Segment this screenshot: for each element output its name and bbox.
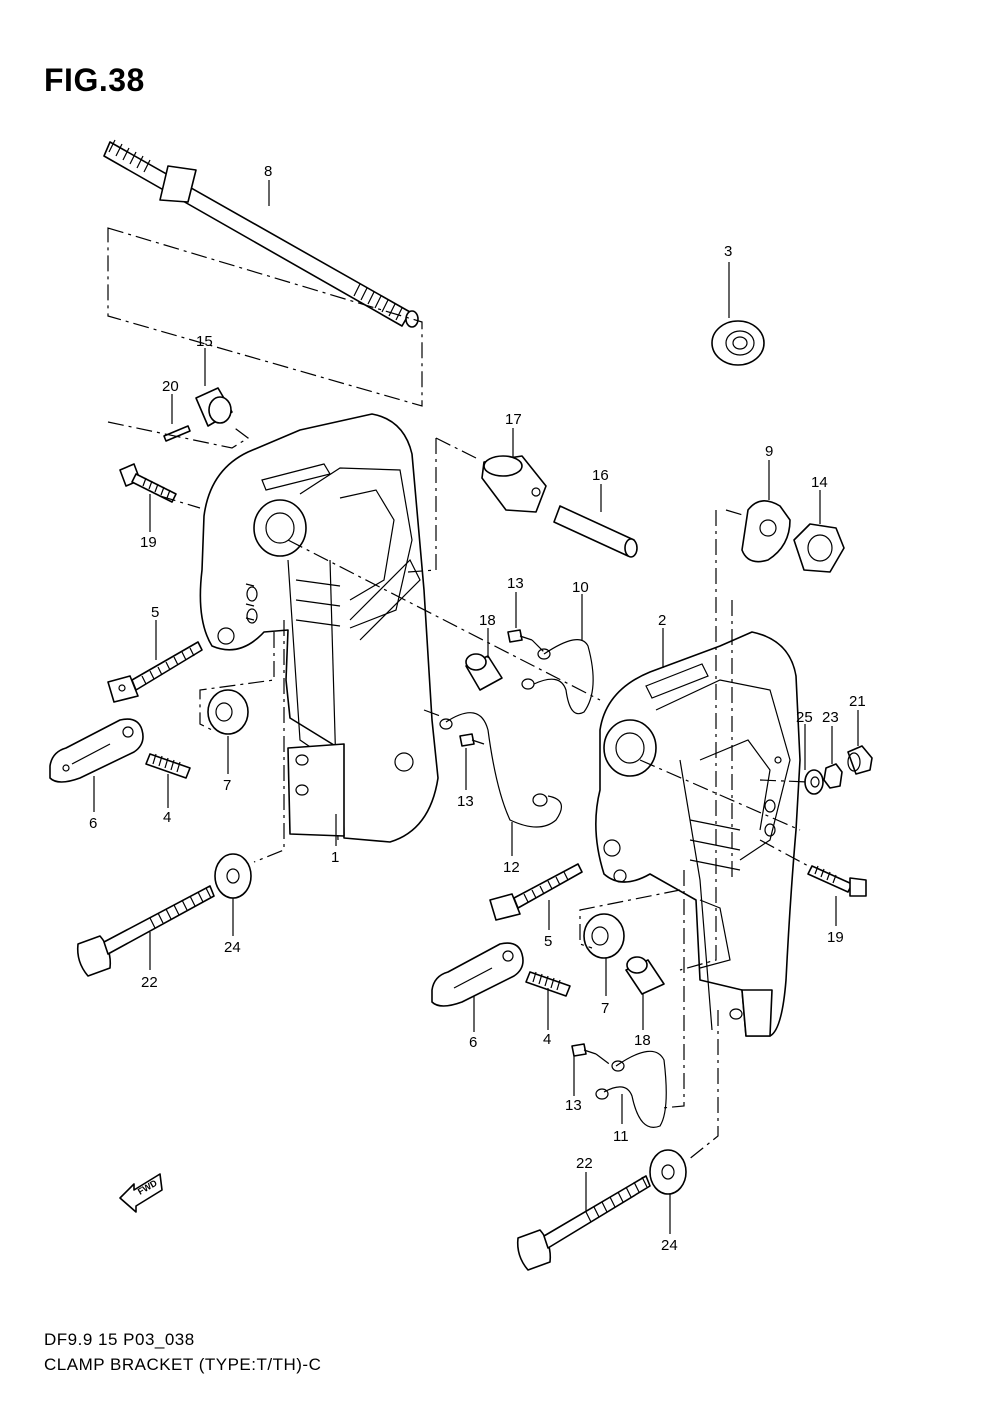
part-9-plate <box>741 500 791 563</box>
part-23-nut <box>823 763 843 789</box>
callout-15: 15 <box>196 333 213 350</box>
callout-13-top: 13 <box>507 575 524 592</box>
part-5-screw-right <box>489 863 583 921</box>
part-4-spring-right <box>525 971 571 997</box>
callout-22-right: 22 <box>576 1155 593 1172</box>
part-21-collar <box>847 745 873 775</box>
callout-4-left: 4 <box>163 809 171 826</box>
callout-3: 3 <box>724 243 732 260</box>
part-4-spring-left <box>145 753 191 779</box>
callout-24-left: 24 <box>224 939 241 956</box>
callout-2: 2 <box>658 612 666 629</box>
part-20-pin <box>163 425 191 442</box>
callout-6-right: 6 <box>469 1034 477 1051</box>
part-16-pin <box>553 505 638 558</box>
fwd-arrow-icon: FWD <box>119 1173 163 1213</box>
part-3-bearing <box>711 320 765 366</box>
part-18-pin-right <box>625 956 665 995</box>
callout-10: 10 <box>572 579 589 596</box>
part-5-screw-left <box>107 641 203 703</box>
part-2-right-clamp-bracket <box>595 631 801 1037</box>
callout-5-right: 5 <box>544 933 552 950</box>
callout-17: 17 <box>505 411 522 428</box>
part-6-handle-left <box>49 718 144 783</box>
callout-13-bottom: 13 <box>565 1097 582 1114</box>
part-13-screw-c <box>571 1043 597 1057</box>
part-17-bush <box>481 455 547 513</box>
part-11-wire <box>595 1050 667 1128</box>
callout-6-left: 6 <box>89 815 97 832</box>
part-18-pin-left <box>465 653 503 691</box>
callout-12: 12 <box>503 859 520 876</box>
callout-18-left: 18 <box>479 612 496 629</box>
figure-title: FIG.38 <box>44 62 145 98</box>
callout-14: 14 <box>811 474 828 491</box>
part-22-bolt-left <box>76 885 215 977</box>
part-13-screw-b <box>459 733 485 747</box>
part-6-handle-right <box>431 942 524 1007</box>
callout-23: 23 <box>822 709 839 726</box>
part-14-nut <box>793 523 845 573</box>
callout-9: 9 <box>765 443 773 460</box>
callout-7-right: 7 <box>601 1000 609 1017</box>
callout-19-left: 19 <box>140 534 157 551</box>
leader-lines <box>93 180 859 1234</box>
callout-19-right: 19 <box>827 929 844 946</box>
callout-20: 20 <box>162 378 179 395</box>
part-24-washer-left <box>214 853 252 899</box>
callout-11: 11 <box>613 1128 629 1145</box>
part-7-pad-left <box>207 689 249 735</box>
callout-16: 16 <box>592 467 609 484</box>
part-22-bolt-right <box>516 1175 651 1271</box>
part-12-wire <box>439 712 563 828</box>
part-10-wire <box>521 639 594 715</box>
part-15-bushing <box>195 387 233 427</box>
part-19-bolt-left <box>119 463 177 503</box>
callout-25: 25 <box>796 709 813 726</box>
callout-7-left: 7 <box>223 777 231 794</box>
callout-5-left: 5 <box>151 604 159 621</box>
part-13-screw-a <box>507 629 533 643</box>
assembly-lines <box>107 227 813 1161</box>
callout-8: 8 <box>264 163 272 180</box>
callout-21: 21 <box>849 693 866 710</box>
callout-1: 1 <box>331 849 339 866</box>
callout-labels: 8 3 15 20 17 16 9 14 19 13 10 2 18 5 21 … <box>89 163 866 1254</box>
drawing-code: DF9.9 15 P03_038 <box>44 1330 195 1349</box>
callout-4-right: 4 <box>543 1031 551 1048</box>
part-7-pad-right <box>583 913 625 959</box>
part-1-left-clamp-bracket <box>199 413 439 843</box>
callout-13-mid: 13 <box>457 793 474 810</box>
callout-18-right: 18 <box>634 1032 651 1049</box>
part-25-washer <box>804 769 824 795</box>
drawing-name: CLAMP BRACKET (TYPE:T/TH)-C <box>44 1355 322 1374</box>
callout-22-left: 22 <box>141 974 158 991</box>
part-19-bolt-right <box>807 865 867 897</box>
part-24-washer-right <box>649 1149 687 1195</box>
part-8-shaft <box>103 139 419 328</box>
callout-24-right: 24 <box>661 1237 678 1254</box>
